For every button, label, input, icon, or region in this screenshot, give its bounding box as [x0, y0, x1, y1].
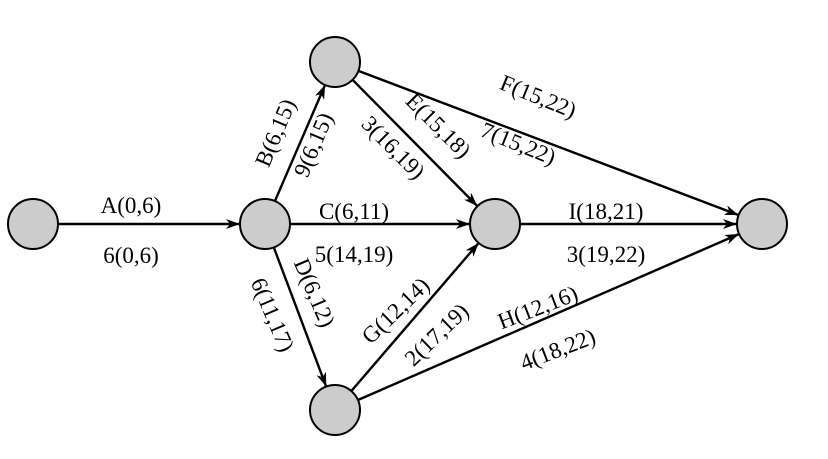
- edge-B: [273, 84, 326, 202]
- edge-F: [357, 69, 739, 216]
- edge-I-bottom-label: 3(19,22): [567, 242, 646, 267]
- node-n1: [7, 198, 59, 250]
- node-n6: [736, 198, 788, 250]
- edge-E: [351, 78, 478, 207]
- edge-F-bottom-label: 7(15,22): [477, 117, 559, 170]
- edge-G: [350, 242, 479, 392]
- node-n3: [309, 36, 361, 88]
- edge-H: [357, 233, 740, 402]
- edge-C-bottom-label: 5(14,19): [315, 242, 394, 267]
- edge-A-top-label: A(0,6): [101, 193, 162, 218]
- labels-layer: A(0,6)6(0,6)B(6,15)9(6,15)C(6,11)5(14,19…: [101, 70, 646, 375]
- edge-C-top-label: C(6,11): [319, 199, 389, 224]
- edge-D: [272, 246, 327, 387]
- nodes-layer: [7, 36, 788, 436]
- edge-D-bottom-label: 6(11,17): [246, 274, 299, 355]
- edge-H-top-label: H(12,16): [494, 281, 581, 334]
- node-n4: [469, 198, 521, 250]
- edge-H-bottom-label: 4(18,22): [517, 324, 599, 375]
- edge-A-bottom-label: 6(0,6): [103, 243, 159, 268]
- edge-F-top-label: F(15,22): [496, 70, 579, 123]
- node-n5: [309, 384, 361, 436]
- edges-layer: [58, 69, 740, 402]
- edge-B-bottom-label: 9(6,15): [289, 109, 338, 181]
- node-n2: [239, 198, 291, 250]
- edge-I-top-label: I(18,21): [569, 199, 644, 224]
